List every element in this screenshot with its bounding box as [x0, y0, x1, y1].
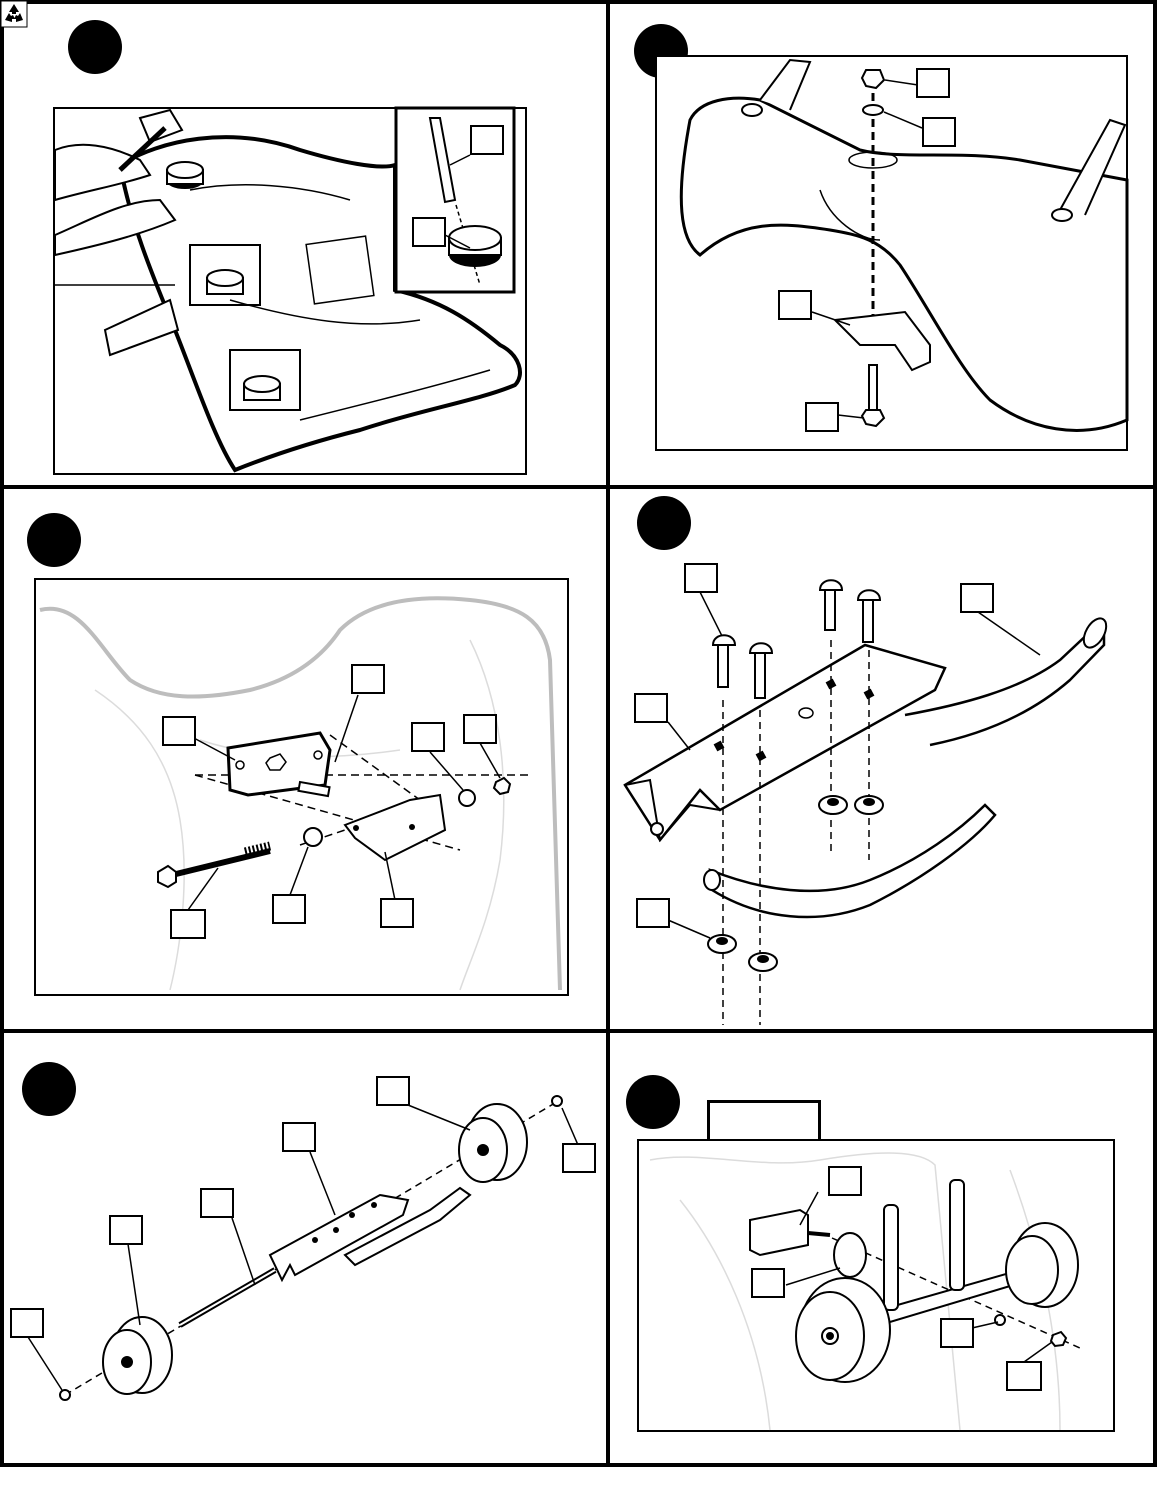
callout-box: [162, 716, 196, 746]
callout-box: [109, 1215, 143, 1245]
callout-box: [282, 1122, 316, 1152]
step-marker-4: [637, 496, 691, 550]
step-marker-5: [22, 1062, 76, 1116]
callout-box: [170, 909, 206, 939]
callout-box: [751, 1268, 785, 1298]
callout-box: [351, 664, 385, 694]
callout-box: [272, 894, 306, 924]
callout-box: [778, 290, 812, 320]
recycle-icon: [0, 0, 28, 28]
callout-box: [828, 1166, 862, 1196]
callout-box: [940, 1318, 974, 1348]
callout-box: [10, 1308, 44, 1338]
callout-box: [916, 68, 950, 98]
callout-box: [805, 402, 839, 432]
callout-box: [380, 898, 414, 928]
step-marker-1: [68, 20, 122, 74]
step-marker-3: [27, 513, 81, 567]
callout-box: [634, 693, 668, 723]
callout-box: [922, 117, 956, 147]
callout-box: [412, 217, 446, 247]
callout-box: [684, 563, 718, 593]
callout-box: [470, 125, 504, 155]
callout-box: [411, 722, 445, 752]
callout-box: [200, 1188, 234, 1218]
callout-box: [463, 714, 497, 744]
callout-box: [1006, 1361, 1042, 1391]
callout-box: [636, 898, 670, 928]
callout-box: [562, 1143, 596, 1173]
callout-box: [960, 583, 994, 613]
step-marker-6: [626, 1075, 680, 1129]
callout-box: [376, 1076, 410, 1106]
